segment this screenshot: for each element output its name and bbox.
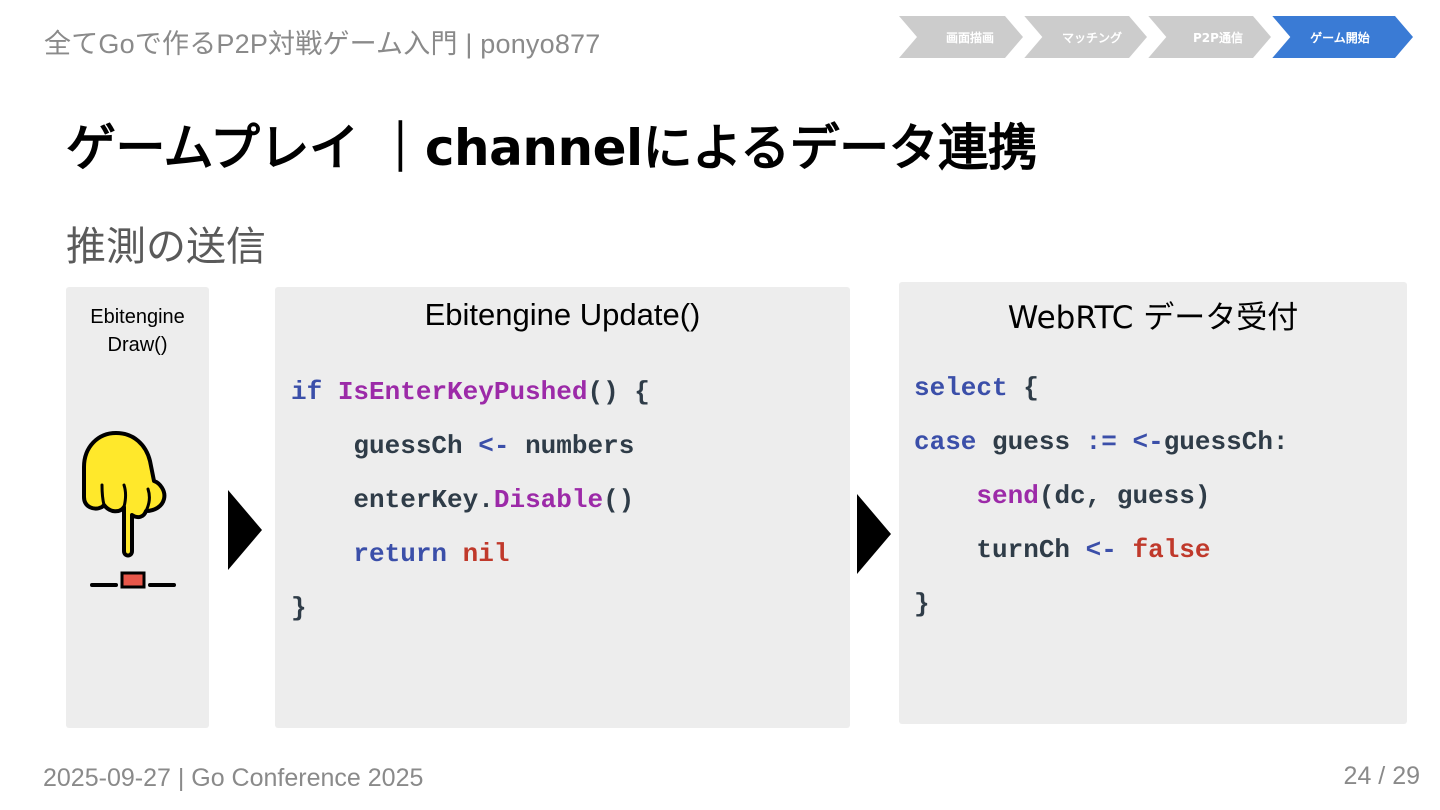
page-number: 24 / 29 [1343,762,1420,790]
update-panel: Ebitengine Update() if IsEnterKeyPushed(… [275,287,850,728]
update-code-block: if IsEnterKeyPushed() { guessCh <- numbe… [291,365,650,635]
breadcrumb-step-3-shape [1147,16,1271,58]
flow-arrow-1-icon [228,490,262,570]
code-line: turnCh <- false [976,535,1211,565]
presentation-title: 全てGoで作るP2P対戦ゲーム入門 | ponyo877 [44,29,601,59]
code-line: } [291,593,307,623]
footer-event-info: 2025-09-27 | Go Conference 2025 [43,764,424,792]
slide-title: ゲームプレイ ｜channelによるデータ連携 [66,119,1038,177]
breadcrumb-step-drawing: 画面描画 [945,31,994,45]
red-button [120,571,146,589]
breadcrumb-step-p2p: P2P通信 [1193,31,1243,45]
update-panel-title: Ebitengine Update() [424,297,701,332]
webrtc-panel: WebRTC データ受付 select { case guess := <-gue… [899,282,1407,724]
code-line: select { [914,373,1039,403]
draw-panel-title: Ebitengine Draw() [90,306,185,356]
code-line: guessCh <- numbers [353,431,635,461]
code-line: send(dc, guess) [976,481,1211,511]
progress-breadcrumb: 画面描画 マッチング P2P通信 ゲーム開始 [899,16,1415,58]
breadcrumb-step-matching: マッチング [1061,31,1122,45]
breadcrumb-step-4-shape [1271,16,1413,58]
breadcrumb-step-game-start: ゲーム開始 [1310,31,1370,45]
webrtc-panel-title: WebRTC データ受付 [1007,300,1299,336]
section-heading: 推測の送信 [66,224,266,270]
breadcrumb-step-2-shape [1023,16,1147,58]
draw-panel: Ebitengine Draw() [66,287,209,728]
code-line: return nil [353,539,510,569]
flow-arrow-2-icon [857,494,891,574]
webrtc-code-block: select { case guess := <-guessCh: send(dc… [914,361,1289,631]
breadcrumb-step-1-shape [899,16,1023,58]
hand-pressing-button-icon [82,431,176,589]
code-line: if IsEnterKeyPushed() { [291,377,650,407]
code-line: case guess := <-guessCh: [914,427,1289,457]
code-line: } [914,589,930,619]
breadcrumb-chevrons [899,16,1413,58]
code-line: enterKey.Disable() [353,485,635,515]
